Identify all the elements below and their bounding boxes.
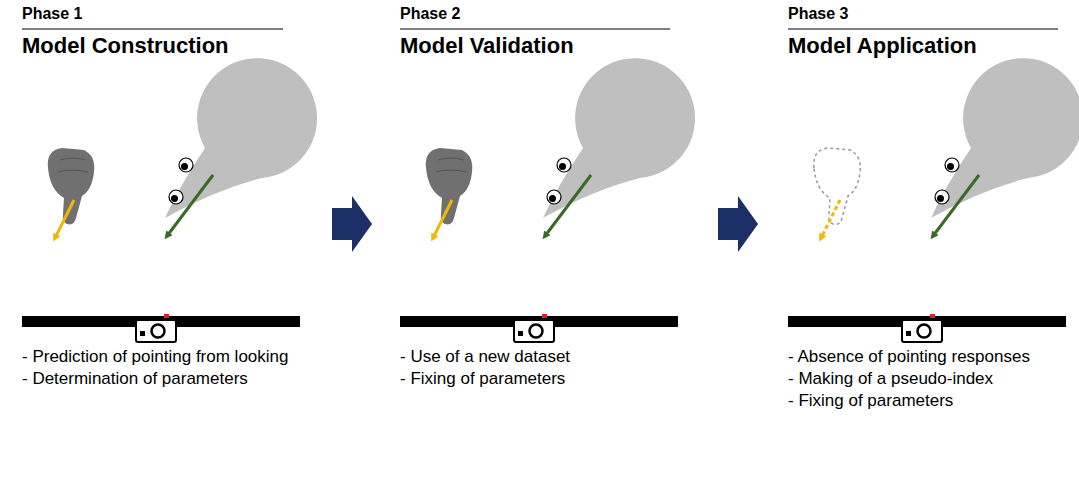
phase-figure [400,29,695,342]
gaze-arrow [167,175,213,236]
eye [557,158,571,172]
head [543,58,695,218]
point-arrow [821,200,840,238]
phase-label: Phase 2 [400,5,460,23]
camera [902,320,942,342]
pointing-hand [426,148,473,224]
camera-lens [152,325,165,338]
eye [179,158,193,172]
pointing-hand [48,148,95,224]
camera-flash [140,331,145,336]
camera-light [930,314,935,318]
heading-rule [788,28,1058,29]
phase-label: Phase 1 [22,5,82,23]
phase-figure [788,29,1079,342]
bullet-item: - Absence of pointing responses [788,346,1061,367]
finger-line [436,158,466,172]
phase-figure [22,29,317,342]
bullet-item: - Fixing of parameters [788,390,1061,411]
phase-label: Phase 3 [788,5,848,23]
pupil [181,163,188,170]
gaze-arrow [933,175,979,236]
camera [514,320,554,342]
pointing-hand [814,148,861,224]
bullet-item: - Fixing of parameters [400,368,673,389]
camera-light [542,314,547,318]
phase-title: Model Application [788,33,977,59]
camera-lens [918,325,931,338]
camera-flash [906,331,911,336]
bullet-item: - Use of a new dataset [400,346,673,367]
phase-arrow [718,196,758,252]
phase-title: Model Validation [400,33,574,59]
pupil [937,195,944,202]
bullet-item: - Prediction of pointing from looking [22,346,295,367]
gaze-arrow [545,175,591,236]
pupil [549,195,556,202]
pupil [947,163,954,170]
camera-lens [530,325,543,338]
heading-rule [400,28,670,29]
eye [547,190,561,204]
phase-arrow [332,196,372,252]
heading-rule [22,28,283,29]
eye [169,190,183,204]
eye [945,158,959,172]
finger-line [58,158,88,172]
head [165,58,317,218]
camera [136,320,176,342]
point-arrow [433,200,452,238]
point-arrow [55,200,74,238]
bullet-item: - Determination of parameters [22,368,295,389]
pupil [171,195,178,202]
eye [935,190,949,204]
head [931,58,1079,218]
bullet-item: - Making of a pseudo-index [788,368,1061,389]
pupil [559,163,566,170]
camera-light [164,314,169,318]
phase-title: Model Construction [22,33,229,59]
camera-flash [518,331,523,336]
